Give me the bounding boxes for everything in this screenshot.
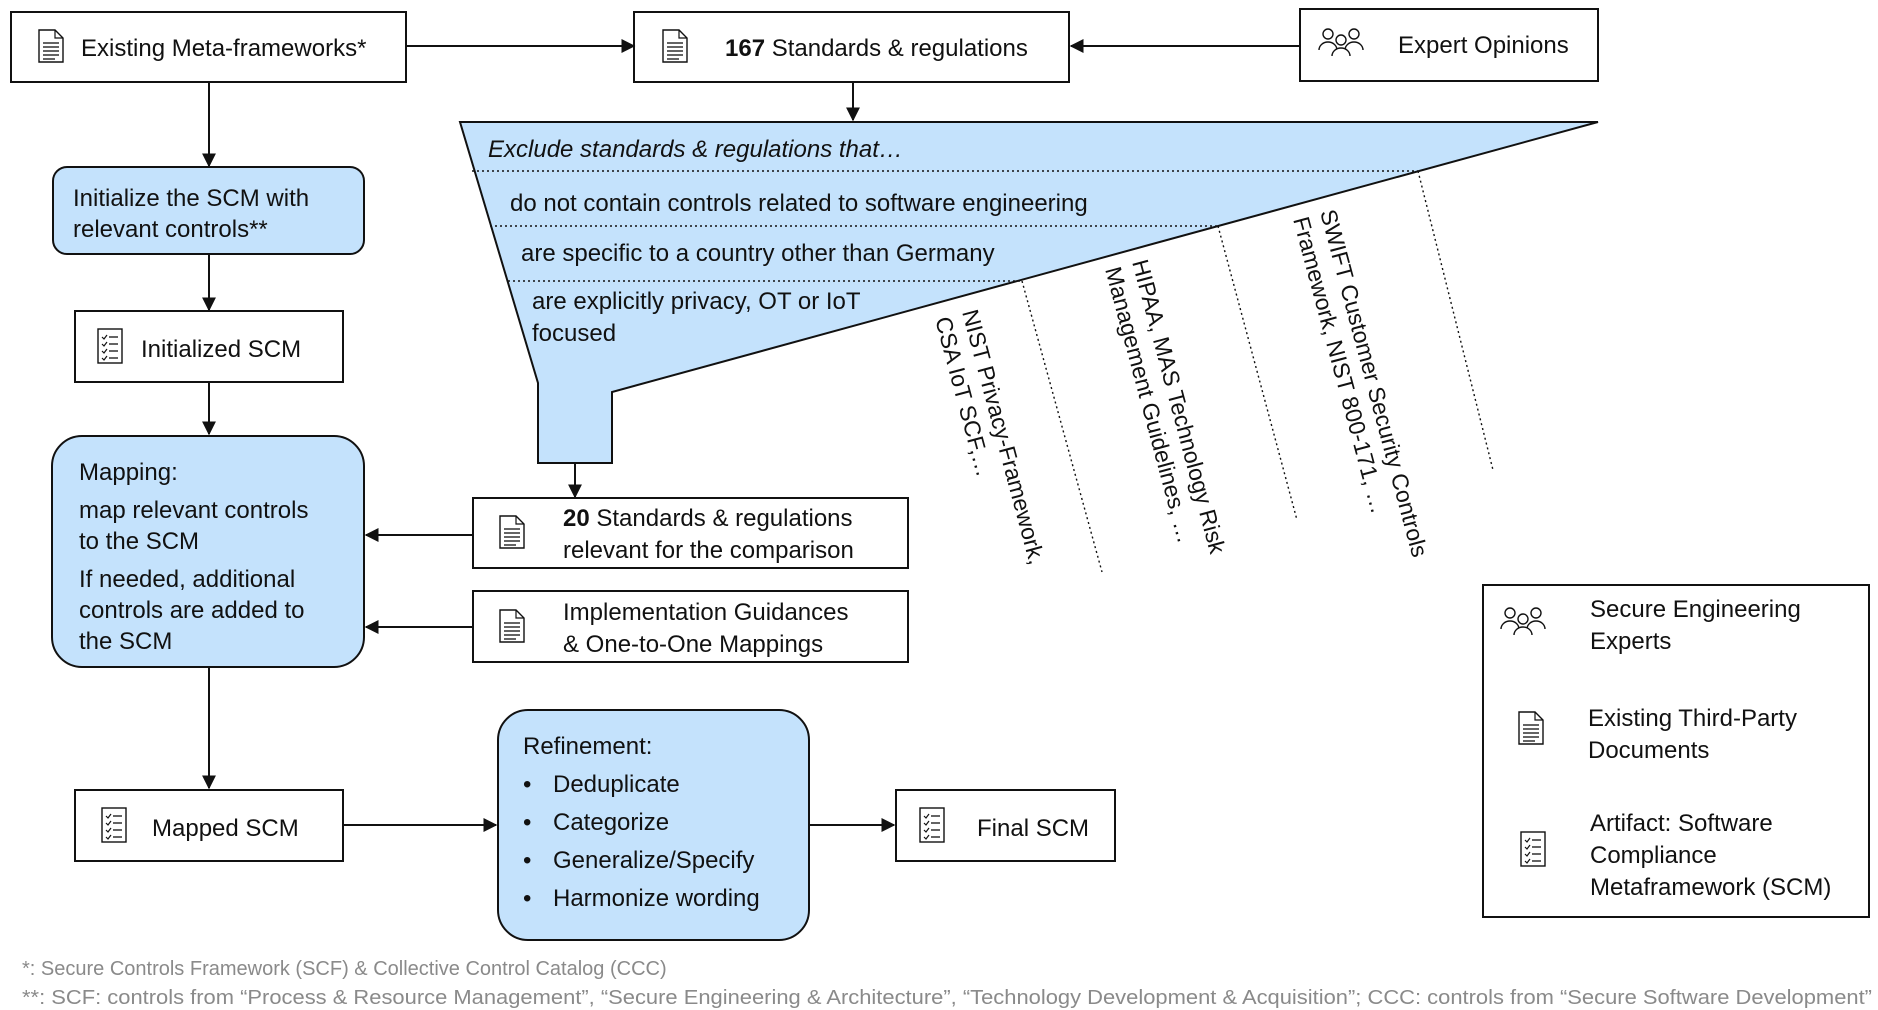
document-icon — [499, 515, 525, 549]
refinement-item: Harmonize wording — [553, 885, 760, 912]
svg-text:relevant for the comparison: relevant for the comparison — [563, 537, 854, 564]
checklist-icon — [1520, 831, 1546, 867]
checklist-icon — [101, 807, 127, 843]
expert-opinions-box: Expert Opinions — [1299, 8, 1599, 82]
mapping-box: Mapping: map relevant controls to the SC… — [51, 435, 365, 668]
svg-text:Existing Third-Party: Existing Third-Party — [1588, 705, 1797, 732]
implementation-guidance-box: Implementation Guidances & One-to-One Ma… — [472, 590, 909, 663]
svg-text:the SCM: the SCM — [79, 628, 172, 655]
svg-text:Initialized SCM: Initialized SCM — [141, 336, 301, 363]
svg-text:•: • — [523, 809, 531, 836]
legend-box: Secure Engineering Experts Existing Thir… — [1482, 584, 1870, 918]
svg-text:Compliance: Compliance — [1590, 842, 1717, 869]
svg-text:map relevant controls: map relevant controls — [79, 497, 308, 524]
standards-167-box: 167 Standards & regulations — [633, 11, 1070, 83]
criterion-privacy-line2: focused — [532, 320, 616, 347]
initialized-scm-box: Initialized SCM — [74, 310, 344, 383]
document-icon — [1518, 711, 1544, 745]
criterion-country: are specific to a country other than Ger… — [521, 240, 995, 267]
svg-text:Final SCM: Final SCM — [977, 815, 1089, 842]
final-scm-box: Final SCM — [895, 789, 1116, 862]
svg-text:Documents: Documents — [1588, 737, 1709, 764]
existing-meta-frameworks-box: Existing Meta-frameworks* — [10, 11, 407, 83]
svg-text:Implementation Guidances: Implementation Guidances — [563, 599, 849, 626]
svg-text:If needed, additional: If needed, additional — [79, 566, 295, 593]
footnote-2: **: SCF: controls from “Process & Resour… — [22, 987, 1872, 1009]
relevant-standards-20-box: 20 Standards & regulations relevant for … — [472, 497, 909, 569]
checklist-icon — [919, 807, 945, 843]
refinement-item: Generalize/Specify — [553, 847, 754, 874]
svg-text:to the SCM: to the SCM — [79, 528, 199, 555]
expert-opinions-label: Expert Opinions — [1398, 32, 1569, 59]
example-privacy-iot: NIST Privacy-Framework, CSA IoT SCF,… — [930, 307, 1050, 568]
svg-text:Experts: Experts — [1590, 628, 1671, 655]
example-country: HIPAA, MAS Technology Risk Management Gu… — [1100, 257, 1231, 557]
svg-text:Metaframework (SCM): Metaframework (SCM) — [1590, 874, 1831, 901]
criterion-privacy-line1: are explicitly privacy, OT or IoT — [532, 288, 861, 315]
svg-text:Artifact: Software: Artifact: Software — [1590, 810, 1773, 837]
svg-text:•: • — [523, 771, 531, 798]
standards-167-label: 167 Standards & regulations — [725, 35, 1028, 62]
footnote-1: *: Secure Controls Framework (SCF) & Col… — [22, 958, 667, 980]
refinement-item: Categorize — [553, 809, 669, 836]
criterion-software: do not contain controls related to softw… — [510, 190, 1088, 217]
initialize-scm-box: Initialize the SCM with relevant control… — [52, 166, 365, 255]
document-icon — [499, 609, 525, 643]
checklist-icon — [97, 328, 123, 364]
exclusion-funnel: Exclude standards & regulations that… do… — [458, 121, 1599, 573]
svg-text:20 Standards & regulations: 20 Standards & regulations — [563, 505, 853, 532]
svg-text:& One-to-One Mappings: & One-to-One Mappings — [563, 631, 823, 658]
svg-text:relevant controls**: relevant controls** — [73, 216, 268, 243]
example-software: SWIFT Customer Security Controls Framewo… — [1288, 207, 1433, 560]
svg-text:Refinement:: Refinement: — [523, 733, 652, 760]
svg-text:controls are added to: controls are added to — [79, 597, 304, 624]
svg-text:Mapped SCM: Mapped SCM — [152, 815, 299, 842]
refinement-box: Refinement: • Deduplicate • Categorize •… — [497, 709, 810, 941]
mapped-scm-box: Mapped SCM — [74, 789, 344, 862]
meta-frameworks-label: Existing Meta-frameworks* — [81, 35, 366, 62]
svg-text:Mapping:: Mapping: — [79, 459, 178, 486]
funnel-header: Exclude standards & regulations that… — [488, 136, 903, 163]
refinement-item: Deduplicate — [553, 771, 680, 798]
svg-text:•: • — [523, 847, 531, 874]
svg-text:Secure Engineering: Secure Engineering — [1590, 596, 1801, 623]
document-icon — [38, 29, 64, 63]
svg-text:Initialize the SCM with: Initialize the SCM with — [73, 185, 309, 212]
document-icon — [662, 29, 688, 63]
svg-text:•: • — [523, 885, 531, 912]
